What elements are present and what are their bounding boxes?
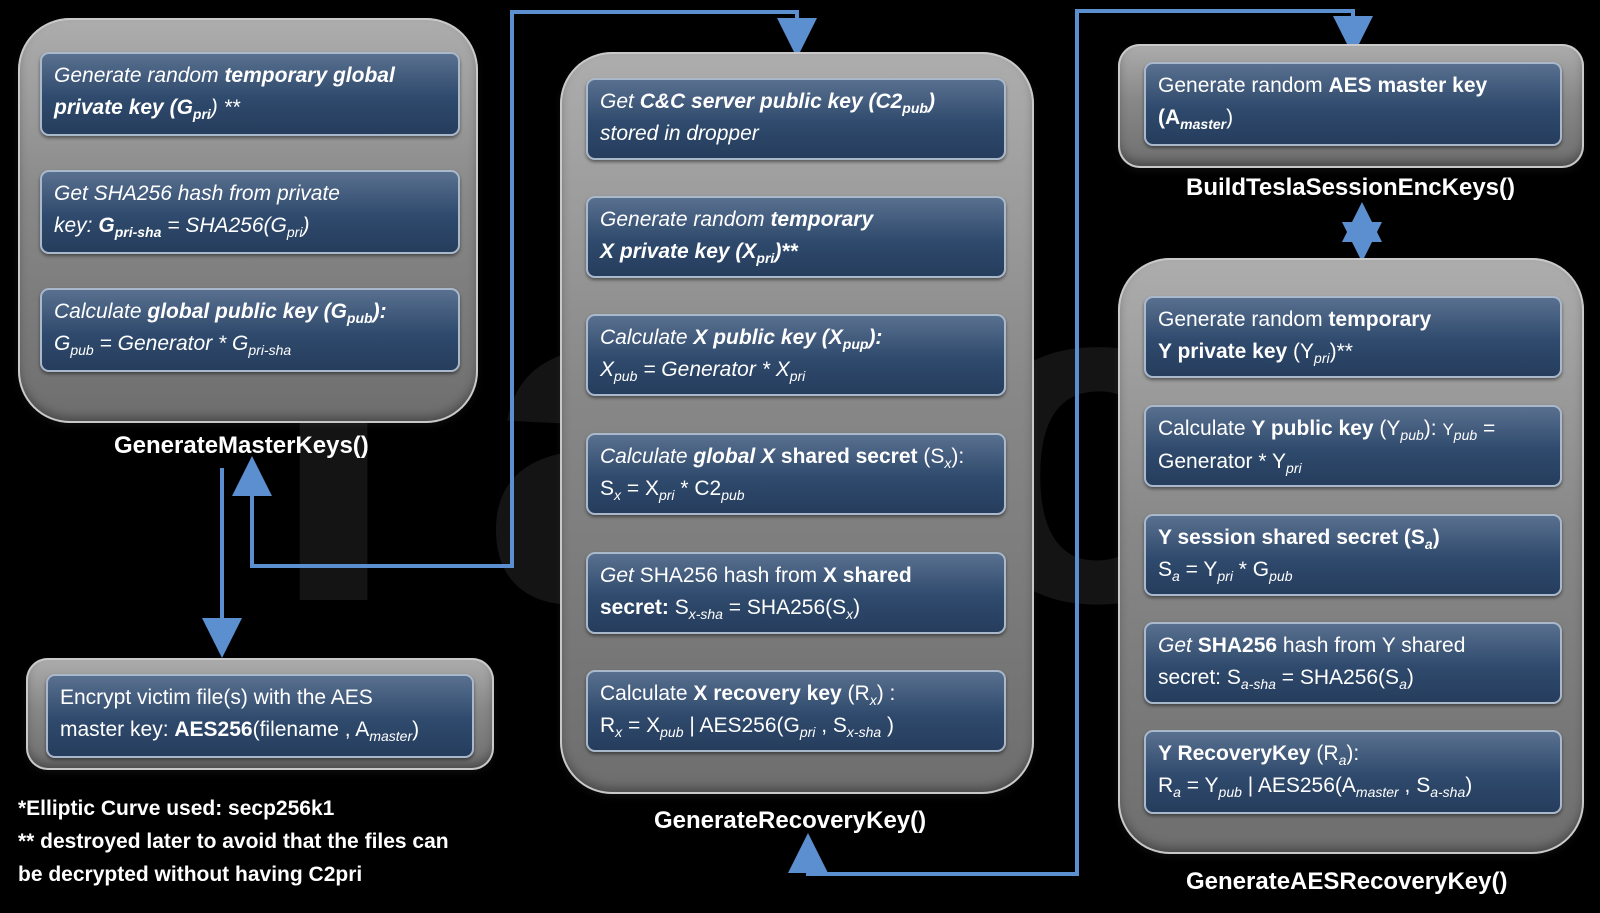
aes-step-2: Calculate Y public key (Ypub): Ypub = Ge… <box>1144 405 1562 487</box>
footnotes: *Elliptic Curve used: secp256k1 ** destr… <box>18 792 449 891</box>
aes-step-3: Y session shared secret (Sa) Sa = Ypri *… <box>1144 514 1562 596</box>
master-step-3: Calculate global public key (Gpub): Gpub… <box>40 288 460 372</box>
aes-step-5: Y RecoveryKey (Ra): Ra = Ypub | AES256(A… <box>1144 730 1562 814</box>
footnote-destroyed-1: ** destroyed later to avoid that the fil… <box>18 830 449 853</box>
recovery-step-3: Calculate X public key (Xpup): Xpub = Ge… <box>586 314 1006 396</box>
arrow-recovery-to-session <box>806 9 1373 876</box>
footnote-curve: *Elliptic Curve used: secp256k1 <box>18 797 335 820</box>
recovery-key-label: GenerateRecoveryKey() <box>654 807 927 834</box>
recovery-step-2: Generate random temporary X private key … <box>586 196 1006 278</box>
session-step: Generate random AES master key (Amaster) <box>1144 62 1562 146</box>
master-step-1: Generate random temporary global private… <box>40 52 460 136</box>
aes-step-4: Get SHA256 hash from Y shared secret: Sa… <box>1144 622 1562 704</box>
aes-step-1: Generate random temporary Y private key … <box>1144 296 1562 378</box>
master-step-2: Get SHA256 hash from private key: Gpri-s… <box>40 170 460 254</box>
session-keys-label: BuildTeslaSessionEncKeys() <box>1186 174 1515 201</box>
encrypt-step: Encrypt victim file(s) with the AES mast… <box>46 674 474 758</box>
recovery-step-1: Get C&C server public key (C2pub) stored… <box>586 78 1006 160</box>
master-keys-label: GenerateMasterKeys() <box>114 432 369 459</box>
aes-recovery-label: GenerateAESRecoveryKey() <box>1186 868 1508 895</box>
recovery-step-6: Calculate X recovery key (Rx) : Rx = Xpu… <box>586 670 1006 752</box>
recovery-step-4: Calculate global X shared secret (Sx): S… <box>586 433 1006 515</box>
arrow-master-to-recovery <box>250 10 817 568</box>
recovery-step-5: Get SHA256 hash from X shared secret: Sx… <box>586 552 1006 634</box>
footnote-destroyed-2: be decrypted without having C2pri <box>18 863 363 886</box>
